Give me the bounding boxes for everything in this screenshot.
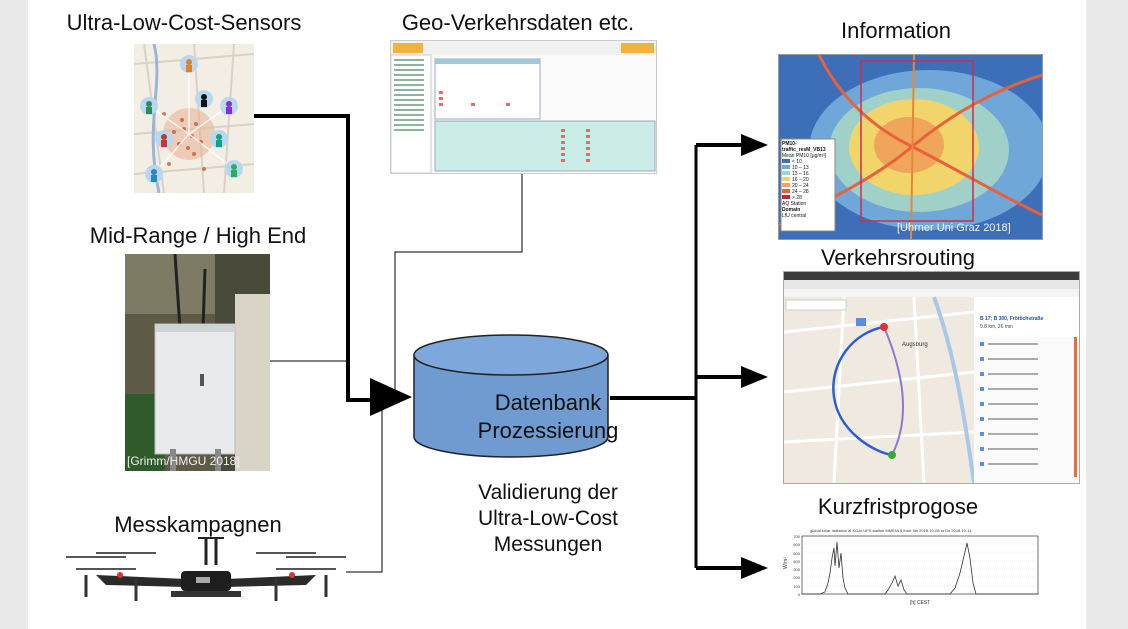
geo-label: Geo-Verkehrsdaten etc.	[401, 10, 635, 35]
flow-connectors	[254, 114, 768, 579]
legend-domain-item: LfU central	[782, 213, 807, 219]
slide: Ultra-Low-Cost-Sensors Geo-Verkehrsdaten…	[28, 0, 1086, 629]
midrange-credit: [Grimm/HMGU 2018]	[127, 454, 240, 468]
legend-item-label: 20 – 24	[792, 183, 809, 189]
legend-extra: AQ Station	[782, 201, 807, 207]
database-cylinder	[413, 334, 609, 458]
input-arrow-head	[370, 378, 412, 416]
information-legend: PM10-traffic_resM_VB13 Mean PM10 [μg/m³]…	[782, 141, 834, 219]
forecast-ytick: 100	[793, 583, 800, 589]
legend-domain: Domain	[782, 207, 801, 213]
campaigns-label: Messkampagnen	[114, 512, 282, 537]
campaign-connector	[346, 400, 383, 573]
legend-item: > 28	[782, 195, 834, 201]
legend-item: 20 – 24	[782, 183, 834, 189]
validation-line3: Messungen	[493, 533, 603, 556]
forecast-label: Kurzfristprogose	[817, 494, 979, 519]
legend-swatch	[782, 195, 790, 199]
ulcs-connector	[254, 114, 378, 402]
arrow-information-head	[741, 134, 768, 156]
routing-header: B 17; B 300, Fröttichstraße	[980, 316, 1044, 322]
legend-item: 10 – 13	[782, 165, 834, 171]
legend-item-label: 13 – 16	[792, 171, 809, 177]
forecast-ytick: 200	[793, 575, 800, 581]
information-credit: [Uhrner Uni Graz 2018]	[897, 222, 1011, 234]
legend-swatch	[782, 171, 790, 175]
legend-item-label: < 10	[792, 159, 802, 165]
legend-swatch	[782, 183, 790, 187]
midrange-label: Mid-Range / High End	[89, 223, 307, 248]
drone-photo	[56, 535, 352, 607]
legend-item-label: 16 – 20	[792, 177, 809, 183]
legend-item: 13 – 16	[782, 171, 834, 177]
routing-map-place: Augsburg	[902, 342, 928, 348]
geo-connector	[394, 172, 523, 396]
legend-item: 24 – 28	[782, 189, 834, 195]
database-line2: Prozessierung	[477, 418, 619, 443]
database-label: Datenbank Prozessierung	[448, 389, 648, 445]
geo-data-screenshot	[390, 40, 657, 174]
legend-item: 16 – 20	[782, 177, 834, 183]
information-pm10-map: PM10-traffic_resM_VB13 Mean PM10 [μg/m³]…	[778, 54, 1043, 240]
forecast-chart: global solar radiation at KGAI-UFS stati…	[780, 528, 1042, 610]
legend-item-label: > 28	[792, 195, 802, 201]
routing-meta: 9.8 km, 26 min	[980, 324, 1013, 330]
legend-swatch	[782, 189, 790, 193]
legend-title: PM10-traffic_resM_VB13	[782, 141, 826, 153]
validation-line2: Ultra-Low-Cost	[477, 507, 619, 530]
legend-item: < 10	[782, 159, 834, 165]
routing-screenshot: B 17; B 300, Fröttichstraße 9.8 km, 26 m…	[783, 271, 1080, 484]
forecast-ytick: 700	[793, 534, 800, 539]
forecast-ytick: 0	[797, 592, 800, 597]
ulcs-map-image	[134, 44, 254, 193]
legend-item-label: 24 – 28	[792, 189, 809, 195]
forecast-ytick: 500	[793, 550, 800, 556]
forecast-ytick: 300	[793, 567, 800, 573]
midrange-sensor-photo: [Grimm/HMGU 2018]	[125, 254, 270, 471]
forecast-ytick: 400	[793, 558, 800, 564]
forecast-yticks: 700 600 500 400 300 200 100 0	[788, 534, 800, 597]
legend-item-label: 10 – 13	[792, 165, 809, 171]
forecast-ytick: 600	[793, 542, 800, 548]
forecast-xlabel: [h] CEST	[910, 600, 931, 606]
information-label: Information	[840, 18, 952, 43]
validation-label: Validierung der Ultra-Low-Cost Messungen	[453, 480, 643, 558]
forecast-title: global solar radiation at KGAI-UFS stati…	[810, 528, 972, 533]
legend-swatch	[782, 177, 790, 181]
legend-swatch	[782, 159, 790, 163]
legend-swatch	[782, 165, 790, 169]
arrow-forecast-head	[741, 557, 768, 579]
routing-label: Verkehrsrouting	[820, 245, 976, 270]
ulcs-label: Ultra-Low-Cost-Sensors	[66, 10, 302, 35]
legend-subtitle: Mean PM10 [μg/m³]	[782, 153, 827, 159]
validation-line1: Validierung der	[478, 481, 618, 504]
database-line1: Datenbank	[494, 390, 602, 415]
arrow-routing-head	[741, 366, 768, 388]
